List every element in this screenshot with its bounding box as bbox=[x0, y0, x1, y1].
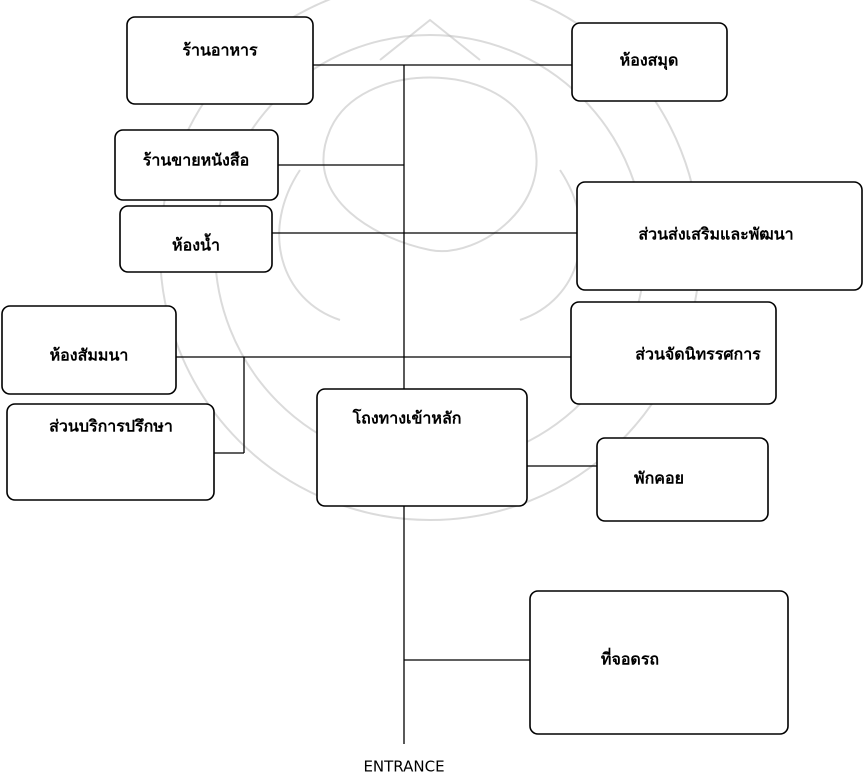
node-bookstore-label: ร้านขายหนังสือ bbox=[143, 151, 249, 170]
node-exhibition: ส่วนจัดนิทรรศการ bbox=[570, 301, 777, 405]
node-seminar: ห้องสัมมนา bbox=[1, 305, 177, 395]
node-rest-label: พักคอย bbox=[634, 469, 684, 488]
node-library: ห้องสมุด bbox=[571, 22, 728, 102]
connector-lines bbox=[176, 64, 597, 744]
node-restroom-label: ห้องน้ำ bbox=[172, 233, 220, 255]
node-main-hall: โถงทางเข้าหลัก bbox=[316, 388, 528, 507]
entrance-label: ENTRANCE bbox=[363, 758, 444, 776]
node-consult: ส่วนบริการปรึกษา bbox=[6, 403, 215, 501]
node-exhibition-label: ส่วนจัดนิทรรศการ bbox=[635, 345, 761, 364]
node-promotion-label: ส่วนส่งเสริมและพัฒนา bbox=[638, 225, 793, 244]
node-parking: ที่จอดรถ bbox=[529, 590, 789, 735]
node-seminar-label: ห้องสัมมนา bbox=[50, 346, 129, 365]
node-rest: พักคอย bbox=[596, 437, 769, 522]
node-parking-label: ที่จอดรถ bbox=[601, 648, 659, 669]
node-promotion: ส่วนส่งเสริมและพัฒนา bbox=[576, 181, 863, 291]
node-bookstore: ร้านขายหนังสือ bbox=[114, 129, 279, 201]
node-restroom: ห้องน้ำ bbox=[119, 205, 273, 273]
node-restaurant: ร้านอาหาร bbox=[126, 16, 314, 105]
node-consult-label: ส่วนบริการปรึกษา bbox=[49, 417, 173, 436]
node-main-hall-label: โถงทางเข้าหลัก bbox=[352, 408, 462, 428]
node-library-label: ห้องสมุด bbox=[620, 51, 679, 71]
node-restaurant-label: ร้านอาหาร bbox=[182, 41, 258, 60]
